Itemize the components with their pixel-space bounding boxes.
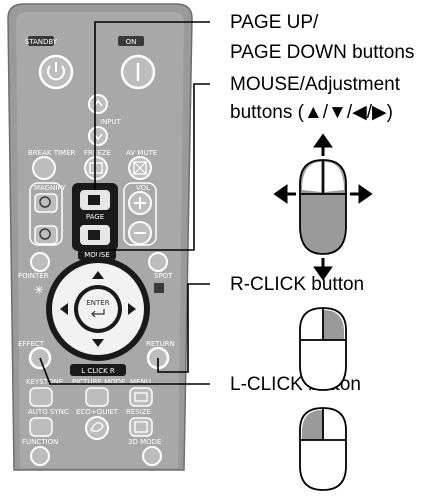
freeze-button[interactable] — [84, 156, 108, 180]
up-arrow-icon — [313, 133, 333, 156]
3d-mode-button[interactable] — [142, 446, 162, 466]
menu-label: MENU — [130, 378, 151, 386]
spot-icon — [154, 283, 164, 293]
vol-label: VOL — [136, 184, 150, 192]
auto-sync-label: AUTO SYNC — [28, 408, 69, 416]
leaf-icon — [90, 422, 104, 432]
mouse-callout-line1: MOUSE/Adjustment — [230, 74, 401, 95]
menu-icon — [134, 392, 148, 402]
pointer-icon: ✳ — [34, 283, 44, 297]
page-up-callout-line2: PAGE DOWN buttons — [230, 42, 414, 63]
page-label: PAGE — [86, 213, 104, 221]
standby-label: STANDBY — [25, 38, 58, 46]
keystone-label: KEYSTONE — [26, 378, 63, 386]
rclick-callout: R-CLICK button — [230, 274, 364, 295]
resize-icon — [134, 421, 148, 433]
enter-button[interactable] — [78, 289, 118, 329]
rclick-mouse-illustration — [299, 307, 347, 391]
lclick-callout-line — [39, 357, 210, 385]
magnify-label: MAGNIFY — [34, 184, 66, 192]
keystone-button[interactable] — [29, 387, 53, 407]
page-callout-line — [94, 21, 210, 190]
av-mute-icon — [133, 161, 147, 175]
break-timer-button[interactable] — [32, 156, 56, 180]
enter-label: ENTER — [86, 299, 109, 307]
callout-lines — [39, 21, 210, 385]
function-label: FUNCTION — [22, 438, 58, 446]
picture-mode-button[interactable] — [85, 387, 109, 407]
up-arrow-button[interactable] — [92, 271, 104, 279]
down-arrow-icon — [313, 258, 333, 281]
page-down-icon — [88, 230, 100, 240]
mouse-move-illustration — [273, 133, 373, 281]
spot-button[interactable] — [148, 252, 168, 272]
mouse-callout-line — [97, 83, 210, 258]
input-up-button[interactable] — [88, 94, 108, 114]
freeze-icon — [89, 162, 103, 174]
left-arrow-icon — [273, 184, 296, 204]
freeze-label: FREEZE — [84, 149, 111, 157]
menu-button[interactable] — [129, 387, 153, 407]
resize-button[interactable] — [129, 417, 153, 437]
function-button[interactable] — [30, 446, 50, 466]
mouse-label: MOUSE — [84, 251, 110, 259]
auto-sync-button[interactable] — [29, 417, 53, 437]
left-arrow-button[interactable] — [60, 303, 68, 315]
page-up-callout-line1: PAGE UP/ — [230, 12, 319, 33]
on-label: ON — [126, 38, 137, 46]
effect-label: EFFECT — [18, 340, 45, 348]
right-arrow-icon — [350, 184, 373, 204]
av-mute-label: AV MUTE — [126, 149, 157, 157]
eco-quiet-label: ECO+QUIET — [76, 408, 119, 416]
picture-mode-label: PICTURE MODE — [72, 378, 125, 386]
magnify-minus-icon — [39, 228, 51, 240]
down-arrow-button[interactable] — [92, 339, 104, 347]
lr-click-label: L CLICK R — [81, 367, 115, 375]
pointer-button[interactable] — [30, 252, 50, 272]
mouse-callout-line2: buttons (▲/▼/◀/▶) — [230, 102, 393, 123]
eco-quiet-button[interactable] — [85, 416, 109, 440]
enter-icon — [91, 309, 105, 318]
input-down-button[interactable] — [88, 126, 108, 146]
power-icon — [47, 65, 65, 81]
magnify-plus-icon — [39, 196, 51, 208]
lclick-mouse-illustration — [299, 407, 347, 491]
3d-mode-label: 3D MODE — [128, 438, 161, 446]
right-arrow-button[interactable] — [128, 303, 136, 315]
resize-label: RESIZE — [126, 408, 151, 416]
rclick-callout-line — [157, 283, 210, 373]
return-label: RETURN — [146, 340, 175, 348]
pointer-label: POINTER — [18, 272, 49, 280]
remote-control: STANDBY ON INPUT BREAK TIMER FREEZE AV M… — [7, 3, 193, 471]
break-timer-label: BREAK TIMER — [28, 149, 75, 157]
spot-label: SPOT — [154, 272, 173, 280]
page-up-icon — [88, 195, 100, 205]
input-label: INPUT — [100, 118, 122, 126]
